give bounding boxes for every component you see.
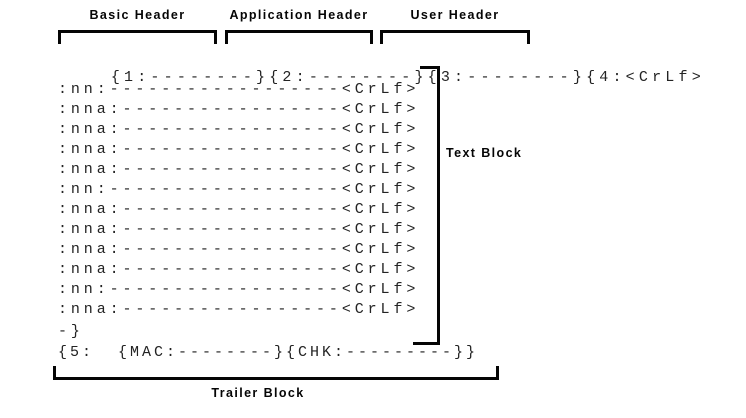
- text-block-row: :nna:-----------------<CrLf>: [58, 201, 420, 218]
- text-block-bracket-vertical: [437, 66, 440, 345]
- application-header-bracket: [225, 30, 373, 44]
- text-block-closing: -}: [58, 323, 84, 340]
- text-block-row: :nna:-----------------<CrLf>: [58, 141, 420, 158]
- text-block-open-field: {4:<CrLf>: [586, 69, 705, 86]
- text-block-row: :nna:-----------------<CrLf>: [58, 261, 420, 278]
- text-block-row: :nna:-----------------<CrLf>: [58, 241, 420, 258]
- text-block-row: :nn:------------------<CrLf>: [58, 181, 420, 198]
- user-header-bracket: [380, 30, 530, 44]
- user-header-field: {3:--------}: [427, 69, 587, 86]
- application-header-label: Application Header: [229, 8, 369, 22]
- text-block-row: :nn:------------------<CrLf>: [58, 81, 420, 98]
- text-block-row: :nna:-----------------<CrLf>: [58, 161, 420, 178]
- trailer-line: {5: {MAC:--------}{CHK:---------}}: [58, 344, 479, 361]
- basic-header-bracket: [58, 30, 217, 44]
- trailer-block-bracket: [53, 366, 499, 380]
- text-block-row: :nna:-----------------<CrLf>: [58, 101, 420, 118]
- user-header-label: User Header: [410, 8, 500, 22]
- message-header-line: {1:--------}{2:--------}{3:--------}{4:<…: [58, 48, 705, 108]
- text-block-bracket-top-hook: [420, 66, 440, 69]
- text-block-row: :nn:------------------<CrLf>: [58, 281, 420, 298]
- trailer-block-label: Trailer Block: [211, 386, 305, 400]
- application-header-field: {2:--------}: [269, 69, 428, 86]
- basic-header-label: Basic Header: [89, 8, 186, 22]
- text-block-bracket-bottom-hook: [413, 342, 440, 345]
- basic-header-field: {1:--------}: [110, 69, 270, 86]
- text-block-row: :nna:-----------------<CrLf>: [58, 301, 420, 318]
- text-block-label: Text Block: [446, 146, 523, 160]
- text-block-row: :nna:-----------------<CrLf>: [58, 221, 420, 238]
- text-block-row: :nna:-----------------<CrLf>: [58, 121, 420, 138]
